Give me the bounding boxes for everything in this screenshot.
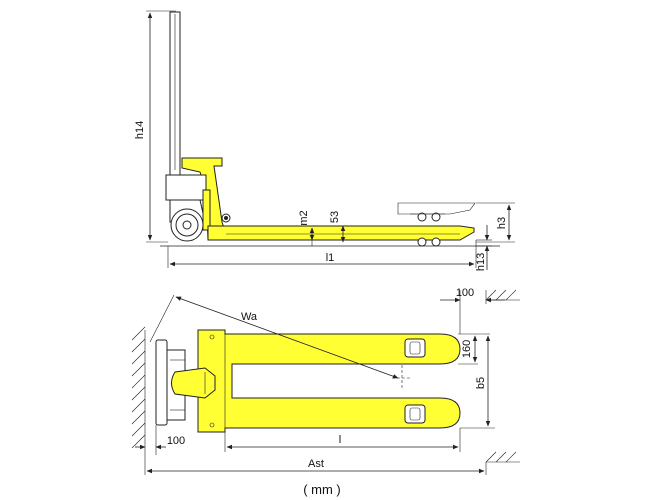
label-h3: h3 [496,217,508,229]
handle [169,11,181,176]
dimension-wa: Wa [149,294,399,379]
label-l: l [339,434,341,446]
label-ast: Ast [308,458,324,470]
side-view: h14 [134,10,515,271]
dimension-h13: h13 [475,225,492,271]
dimension-b5: b5 [460,335,495,429]
dimension-100-bottom: 100 [135,425,185,455]
label-wa: Wa [241,311,258,323]
fork-raised-outline [397,202,476,222]
top-view: Wa 100 160 b5 100 [131,287,520,475]
dimension-m2: m2 [298,210,315,246]
dimension-100-top: 100 [440,287,505,334]
dimension-ast: Ast [144,455,487,475]
label-h14: h14 [134,121,146,139]
label-53: 53 [329,211,341,223]
label-m2: m2 [298,210,310,225]
label-b5: b5 [475,377,487,389]
dimension-l: l [224,428,461,452]
turning-center [392,365,412,388]
dimension-l1: l1 [167,240,477,268]
units-caption: ( mm ) [303,482,341,497]
wall-bottom-right [485,451,520,463]
wall-left [131,326,146,455]
label-100-top: 100 [456,287,474,299]
label-h13: h13 [475,253,487,271]
fork-rollers-top [404,338,426,424]
label-l1: l1 [326,252,335,264]
dimension-160: 160 [458,333,490,365]
dimension-h14: h14 [134,10,176,243]
dimension-53: 53 [329,211,346,243]
label-100-bottom: 100 [167,435,185,447]
label-160: 160 [461,340,473,358]
fork-side [207,225,475,241]
dimension-h3: h3 [476,202,515,243]
wall-top-right [485,289,520,301]
steer-wheel [170,208,204,242]
